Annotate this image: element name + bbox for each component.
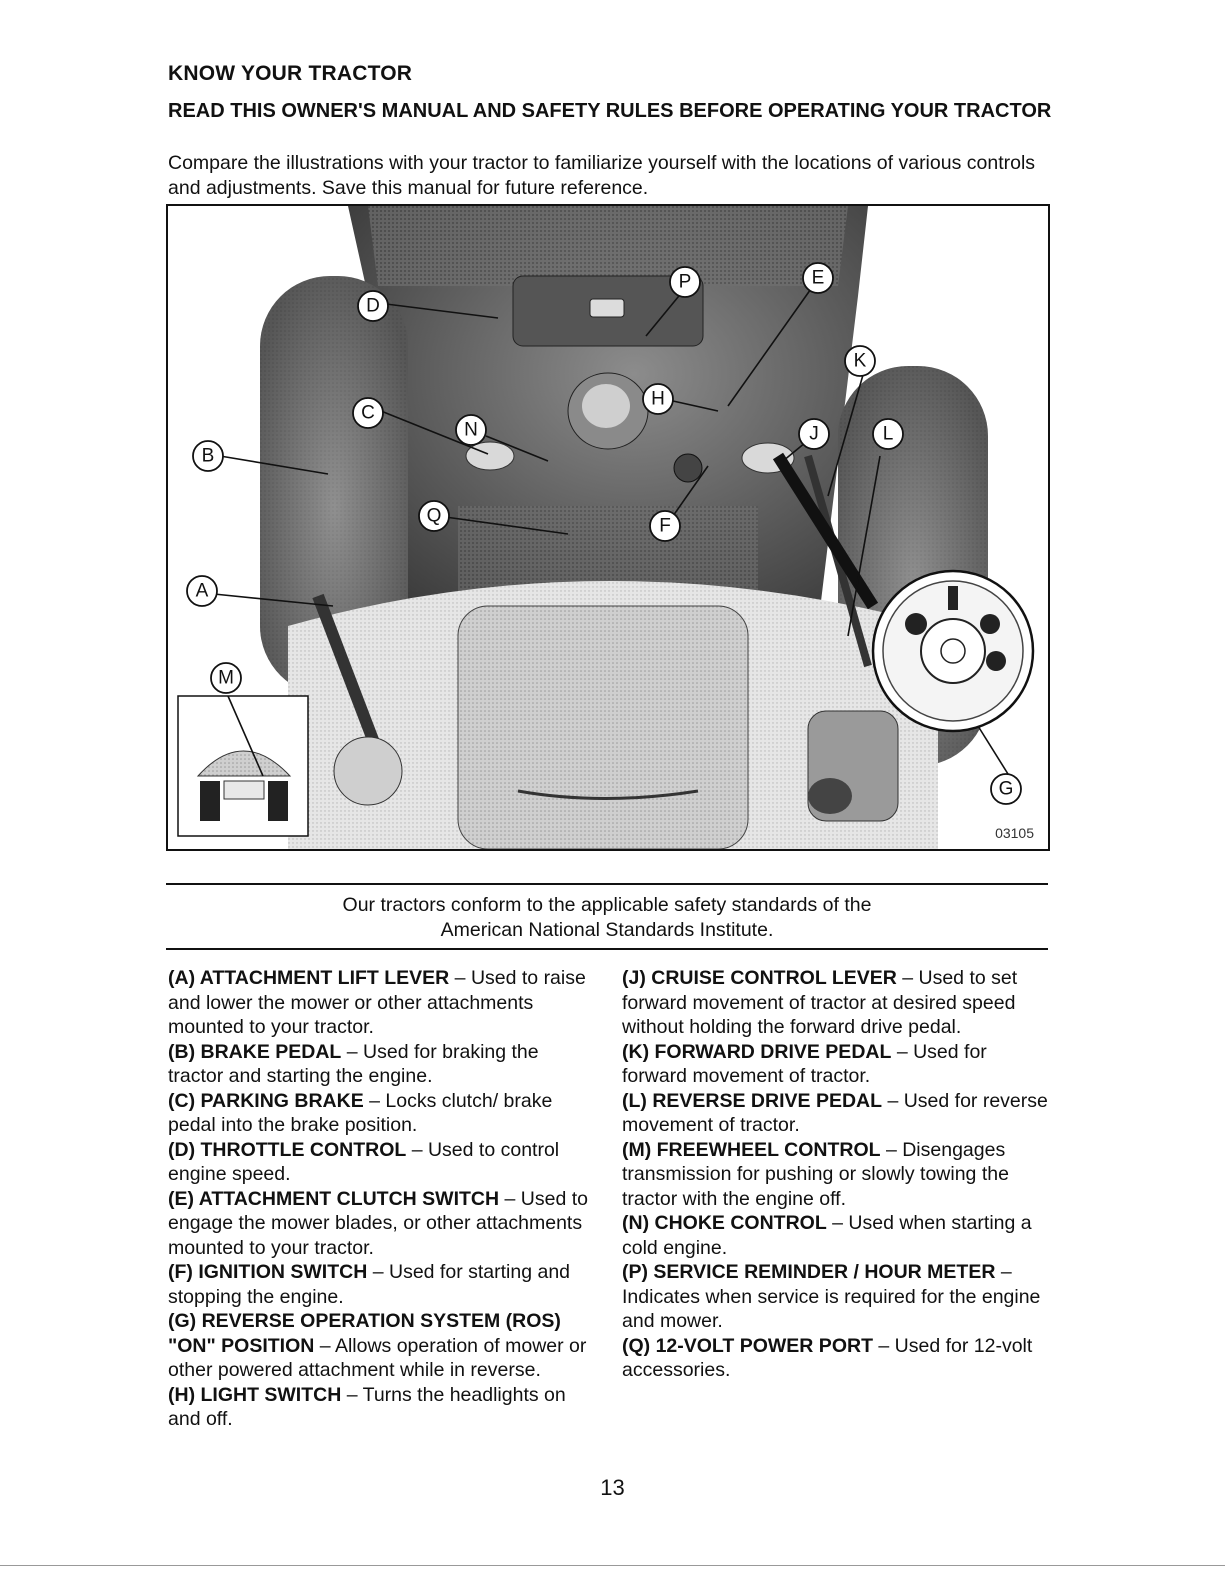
controls-list-right: (J) CRUISE CONTROL LEVER – Used to set f… bbox=[622, 966, 1052, 1383]
page-title: KNOW YOUR TRACTOR bbox=[168, 62, 413, 85]
callout-g: G bbox=[990, 773, 1022, 805]
figure-number: 03105 bbox=[995, 825, 1034, 841]
item-desc: – Locks clutch/ brake pedal into the bra… bbox=[168, 1089, 553, 1137]
list-item: (G) REVERSE OPERATION SYSTEM (ROS) "ON" … bbox=[168, 1309, 593, 1383]
svg-text:Q: Q bbox=[427, 506, 442, 527]
item-term: (B) BRAKE PEDAL bbox=[168, 1040, 342, 1063]
item-desc: – Turns the headlights on and off. bbox=[168, 1383, 566, 1431]
svg-text:N: N bbox=[464, 420, 478, 441]
item-term: (F) IGNITION SWITCH bbox=[168, 1261, 368, 1283]
item-desc: – Used to set forward movement of tracto… bbox=[622, 967, 1018, 1038]
item-term: (K) FORWARD DRIVE PEDAL bbox=[622, 1040, 892, 1063]
svg-text:J: J bbox=[809, 424, 819, 445]
callout-c: C bbox=[352, 397, 384, 429]
item-desc: – Disengages transmission for pushing or… bbox=[622, 1138, 1009, 1210]
item-desc: – Used for braking the tractor and start… bbox=[168, 1040, 539, 1088]
item-term: (J) CRUISE CONTROL LEVER bbox=[622, 967, 897, 989]
item-term: (H) LIGHT SWITCH bbox=[168, 1383, 342, 1406]
item-desc: – Used for forward movement of tractor. bbox=[622, 1040, 987, 1088]
list-item: (E) ATTACHMENT CLUTCH SWITCH – Used to e… bbox=[168, 1187, 593, 1261]
callout-h: H bbox=[642, 383, 674, 415]
svg-text:P: P bbox=[679, 272, 692, 293]
item-desc: – Used to raise and lower the mower or o… bbox=[168, 967, 586, 1038]
callout-n: N bbox=[455, 414, 487, 446]
list-item: (K) FORWARD DRIVE PEDAL – Used for forwa… bbox=[622, 1040, 1052, 1089]
list-item: (D) THROTTLE CONTROL – Used to control e… bbox=[168, 1138, 593, 1187]
item-term: (M) FREEWHEEL CONTROL bbox=[622, 1138, 881, 1161]
svg-text:D: D bbox=[366, 296, 380, 317]
page-number: 13 bbox=[600, 1475, 625, 1500]
callout-b: B bbox=[192, 440, 224, 472]
item-term: (E) ATTACHMENT CLUTCH SWITCH bbox=[168, 1187, 500, 1210]
tractor-figure: D P E K C N H J L B Q F A M G 03105 bbox=[166, 204, 1050, 851]
item-desc: – Used when starting a cold engine. bbox=[622, 1212, 1032, 1259]
svg-text:G: G bbox=[999, 779, 1014, 800]
divider-top bbox=[166, 883, 1048, 885]
item-term: (N) CHOKE CONTROL bbox=[622, 1212, 827, 1234]
callout-e: E bbox=[802, 262, 834, 294]
list-item: (Q) 12-VOLT POWER PORT – Used for 12-vol… bbox=[622, 1334, 1052, 1383]
item-term: (P) SERVICE REMINDER / HOUR METER bbox=[622, 1261, 996, 1283]
item-term: (D) THROTTLE CONTROL bbox=[168, 1138, 407, 1161]
item-desc: – Used to engage the mower blades, or ot… bbox=[168, 1187, 588, 1259]
callout-l: L bbox=[872, 418, 904, 450]
list-item: (H) LIGHT SWITCH – Turns the headlights … bbox=[168, 1383, 593, 1432]
svg-text:E: E bbox=[812, 268, 825, 289]
callout-f: F bbox=[649, 510, 681, 542]
item-desc: – Allows operation of mower or other pow… bbox=[168, 1334, 587, 1382]
standards-note: Our tractors conform to the applicable s… bbox=[166, 893, 1048, 943]
item-desc: – Used for 12-volt accessories. bbox=[622, 1334, 1033, 1382]
svg-text:L: L bbox=[883, 424, 894, 445]
callout-k: K bbox=[844, 345, 876, 377]
tractor-controls-illustration-icon: D P E K C N H J L B Q F A M G bbox=[177, 206, 1035, 849]
divider-bottom bbox=[166, 948, 1048, 950]
item-term: (L) REVERSE DRIVE PEDAL bbox=[622, 1089, 883, 1112]
page-subtitle: READ THIS OWNER'S MANUAL AND SAFETY RULE… bbox=[168, 100, 1052, 122]
page-bottom-edge bbox=[0, 1565, 1225, 1566]
item-term: (A) ATTACHMENT LIFT LEVER bbox=[168, 967, 450, 989]
callout-a: A bbox=[186, 575, 218, 607]
svg-text:F: F bbox=[659, 516, 671, 537]
list-item: (P) SERVICE REMINDER / HOUR METER – Indi… bbox=[622, 1260, 1052, 1334]
callout-q: Q bbox=[418, 500, 450, 532]
callout-m: M bbox=[210, 662, 242, 694]
item-term: (Q) 12-VOLT POWER PORT bbox=[622, 1334, 873, 1357]
list-item: (C) PARKING BRAKE – Locks clutch/ brake … bbox=[168, 1089, 593, 1138]
standards-line-2: American National Standards Institute. bbox=[440, 919, 774, 941]
svg-text:M: M bbox=[218, 668, 234, 689]
callout-d: D bbox=[357, 290, 389, 322]
item-desc: – Used for reverse movement of tractor. bbox=[622, 1089, 1048, 1137]
list-item: (M) FREEWHEEL CONTROL – Disengages trans… bbox=[622, 1138, 1052, 1212]
svg-text:A: A bbox=[196, 581, 209, 602]
callout-p: P bbox=[669, 266, 701, 298]
item-desc: – Indicates when service is required for… bbox=[622, 1261, 1041, 1332]
svg-text:B: B bbox=[202, 446, 215, 467]
list-item: (L) REVERSE DRIVE PEDAL – Used for rever… bbox=[622, 1089, 1052, 1138]
item-desc: – Used for starting and stopping the eng… bbox=[168, 1261, 571, 1308]
list-item: (N) CHOKE CONTROL – Used when starting a… bbox=[622, 1211, 1052, 1260]
list-item: (J) CRUISE CONTROL LEVER – Used to set f… bbox=[622, 966, 1052, 1040]
controls-list-left: (A) ATTACHMENT LIFT LEVER – Used to rais… bbox=[168, 966, 593, 1432]
intro-paragraph: Compare the illustrations with your trac… bbox=[168, 152, 1036, 199]
list-item: (A) ATTACHMENT LIFT LEVER – Used to rais… bbox=[168, 966, 593, 1040]
item-desc: – Used to control engine speed. bbox=[168, 1138, 560, 1186]
callout-j: J bbox=[798, 418, 830, 450]
svg-text:K: K bbox=[854, 351, 867, 372]
item-term: (C) PARKING BRAKE bbox=[168, 1089, 364, 1112]
list-item: (B) BRAKE PEDAL – Used for braking the t… bbox=[168, 1040, 593, 1089]
svg-text:H: H bbox=[651, 389, 665, 410]
standards-line-1: Our tractors conform to the applicable s… bbox=[342, 894, 872, 916]
item-term: (G) REVERSE OPERATION SYSTEM (ROS) "ON" … bbox=[168, 1310, 561, 1357]
svg-text:C: C bbox=[361, 403, 375, 424]
list-item: (F) IGNITION SWITCH – Used for starting … bbox=[168, 1260, 593, 1309]
